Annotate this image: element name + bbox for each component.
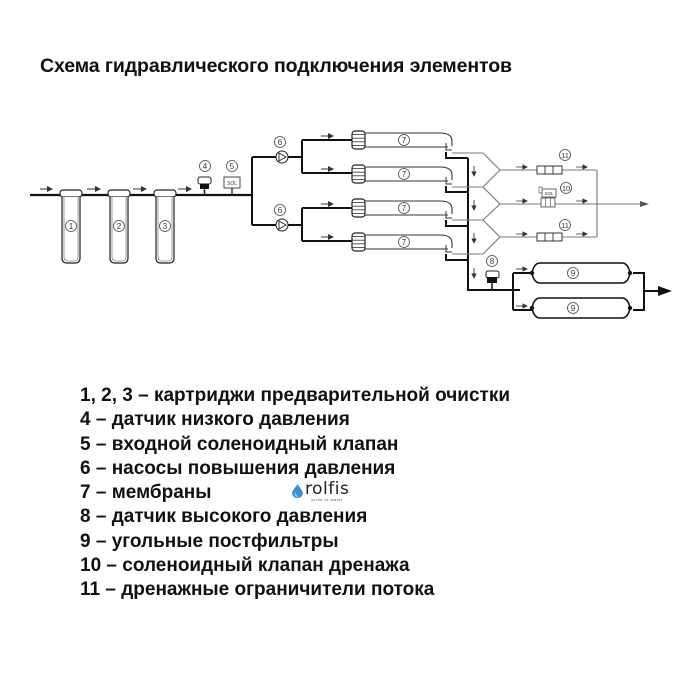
diagram-title: Схема гидравлического подключения элемен… — [40, 55, 512, 77]
logo-subtext: pride of water — [311, 497, 343, 502]
cartridge-1-label: 1 — [69, 222, 74, 231]
permeate-collector — [445, 152, 520, 291]
pump-bottom-label: 6 — [278, 206, 283, 215]
membrane-flow-arrows — [321, 133, 334, 240]
cartridge-3-label: 3 — [163, 222, 168, 231]
hydraulic-diagram: 1 2 3 4 5 SOL — [30, 130, 672, 319]
pump-top: 6 — [274, 136, 289, 164]
cartridge-3: 3 — [153, 189, 177, 264]
legend-item-8: 8 – датчик высокого давления — [80, 506, 368, 528]
pump-top-label: 6 — [278, 138, 283, 147]
drain-solenoid-valve: 10 SOL — [538, 182, 572, 208]
restrictor-top-label: 11 — [561, 151, 569, 160]
postfilter-manifold — [512, 272, 660, 311]
low-pressure-sensor-label: 4 — [203, 162, 208, 171]
membrane-4: 7 — [351, 232, 453, 253]
legend-item-4: 4 – датчик низкого давления — [80, 409, 350, 431]
membrane-2-label: 7 — [402, 170, 407, 179]
pump-bottom: 6 — [274, 204, 289, 232]
membrane-3-label: 7 — [402, 204, 407, 213]
inlet-solenoid-label: 5 — [230, 162, 235, 171]
legend-item-6: 6 – насосы повышения давления — [80, 457, 396, 479]
inlet-solenoid-valve: 5 SOL — [223, 160, 241, 195]
drain-flow-arrows — [516, 164, 588, 237]
low-pressure-sensor: 4 — [197, 160, 212, 195]
postfilter-bottom: 9 — [529, 297, 633, 319]
membrane-1: 7 — [351, 130, 453, 151]
legend-item-9: 9 – угольные постфильтры — [80, 530, 339, 552]
high-pressure-sensor-label: 8 — [490, 257, 495, 266]
water-drop-icon — [292, 484, 303, 498]
restrictor-bottom-label: 11 — [561, 221, 569, 230]
drain-solenoid-sol-text: SOL — [544, 191, 554, 196]
membrane-3: 7 — [351, 198, 453, 219]
drain-solenoid-label: 10 — [562, 184, 570, 193]
rolfis-logo: rolfis pride of water — [292, 480, 349, 502]
legend-item-11: 11 – дренажные ограничители потока — [80, 579, 435, 601]
membrane-1-label: 7 — [402, 136, 407, 145]
pump-manifold — [251, 139, 352, 242]
postfilter-bottom-label: 9 — [571, 304, 576, 313]
drain-restrictor-top: 11 — [536, 149, 571, 175]
cartridge-1: 1 — [59, 189, 83, 264]
postfilter-top: 9 — [529, 262, 633, 284]
cartridge-2-label: 2 — [117, 222, 122, 231]
legend-item-10: 10 – соленоидный клапан дренажа — [80, 555, 410, 577]
drain-outlet-arrow — [640, 201, 649, 207]
membrane-4-label: 7 — [402, 238, 407, 247]
high-pressure-sensor: 8 — [485, 255, 500, 290]
drain-restrictor-bottom: 11 — [536, 219, 571, 242]
postfilter-top-label: 9 — [571, 269, 576, 278]
legend-item-5: 5 – входной соленоидный клапан — [80, 433, 399, 455]
postfilter-flow-arrows — [516, 266, 528, 309]
legend: 1, 2, 3 – картриджи предварительной очис… — [80, 384, 510, 603]
legend-item-1: 1, 2, 3 – картриджи предварительной очис… — [80, 385, 511, 406]
cartridge-2: 2 — [107, 189, 131, 264]
membranes: 7 7 7 7 — [351, 130, 453, 253]
inlet-solenoid-sol-text: SOL — [227, 181, 237, 187]
product-outlet-arrow — [658, 286, 672, 296]
logo-text: rolfis — [305, 479, 350, 499]
membrane-2: 7 — [351, 164, 453, 185]
legend-item-7: 7 – мембраны — [80, 482, 212, 504]
